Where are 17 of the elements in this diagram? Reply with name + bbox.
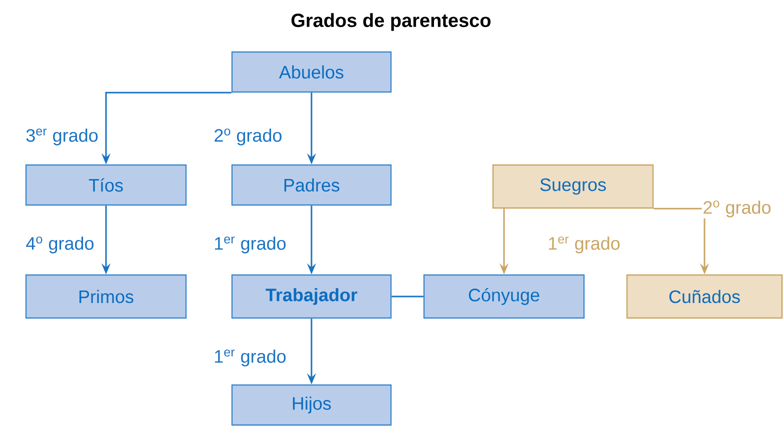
person-box: Primos [25,274,187,319]
edge-label: 1$^{er}$ grado [212,236,288,254]
person-box: Padres [231,164,392,206]
person-box: Tíos [25,164,187,206]
person-box: Trabajador [231,274,392,319]
person-box: Abuelos [231,51,392,93]
person-box: Hijos [231,384,392,426]
title: Grados de parentesco [291,13,491,31]
edge-label: 2$^{o}$ grado [212,128,284,146]
edge-label: 1$^{er}$ grado [546,236,622,254]
edge-label: 1$^{er}$ grado [212,348,288,368]
edge-label: 4$^{o}$ grado [24,236,96,254]
person-box: Cuñados [626,274,783,319]
edge-label: 2$^{o}$ grado [702,200,772,218]
person-box: Suegros [492,164,654,209]
person-box: Cónyuge [423,274,585,319]
edge-label: 3$^{er}$ grado [24,128,100,146]
